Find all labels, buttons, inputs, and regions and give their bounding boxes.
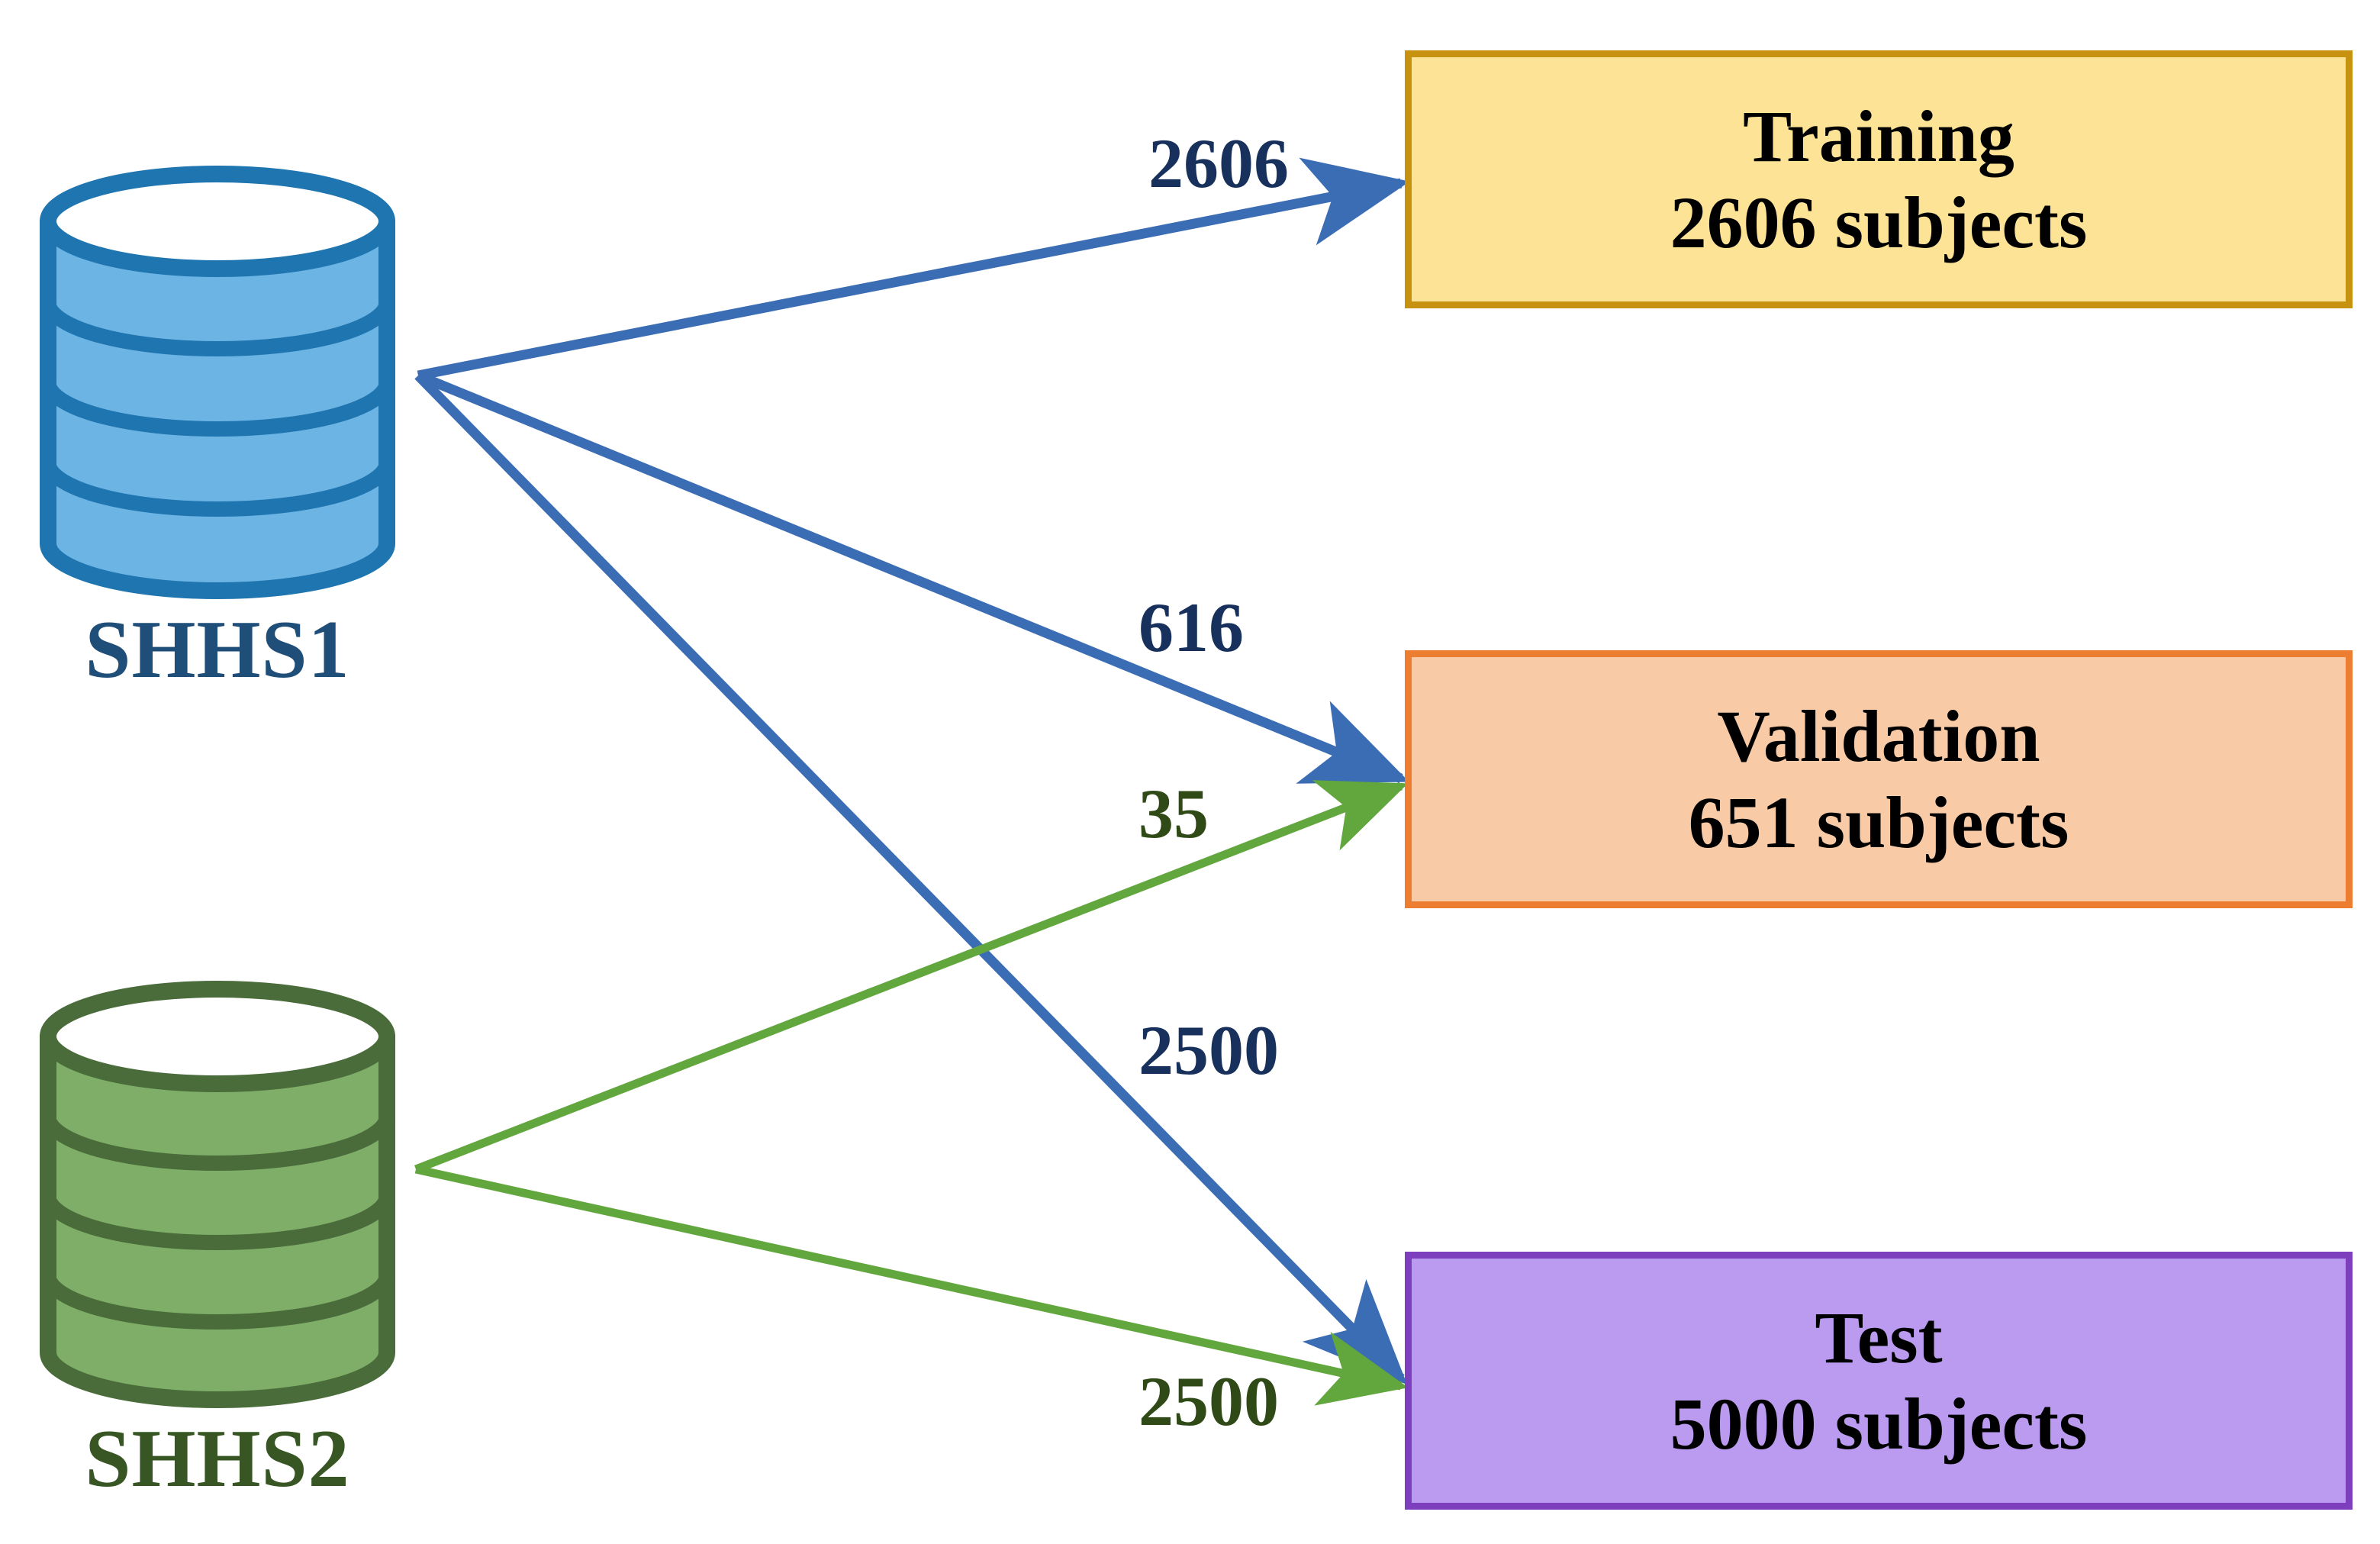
target-validation-name: Validation [1717,695,2040,777]
target-validation-count: 651 subjects [1688,782,2069,863]
edge-label-shhs2-validation: 35 [1138,775,1209,853]
edge-label-shhs1-validation: 616 [1138,588,1244,666]
target-test-count: 5000 subjects [1670,1383,2088,1465]
edge-label-shhs1-test: 2500 [1138,1011,1279,1089]
edge-label-shhs1-training: 2606 [1148,124,1289,202]
edge-shhs1-test [414,372,1408,1385]
edge-label-shhs2-test: 2500 [1138,1362,1279,1440]
shhs2-database-cylinder-icon [40,981,395,1408]
target-box-validation[interactable]: Validation 651 subjects [1405,650,2353,908]
target-box-test[interactable]: Test 5000 subjects [1405,1252,2353,1510]
edge-shhs1-validation [416,370,1409,784]
target-training-name: Training [1743,95,2014,177]
edge-shhs2-test [414,1165,1409,1406]
source-label-shhs2: SHHS2 [85,1413,350,1504]
edge-shhs2-validation [414,780,1409,1174]
edge-shhs1-training [417,157,1410,381]
target-box-training[interactable]: Training 2606 subjects [1405,50,2353,308]
shhs1-database-cylinder-icon [40,166,395,599]
source-label-shhs1: SHHS1 [85,604,350,695]
target-training-count: 2606 subjects [1670,182,2088,263]
target-test-name: Test [1815,1296,1943,1378]
